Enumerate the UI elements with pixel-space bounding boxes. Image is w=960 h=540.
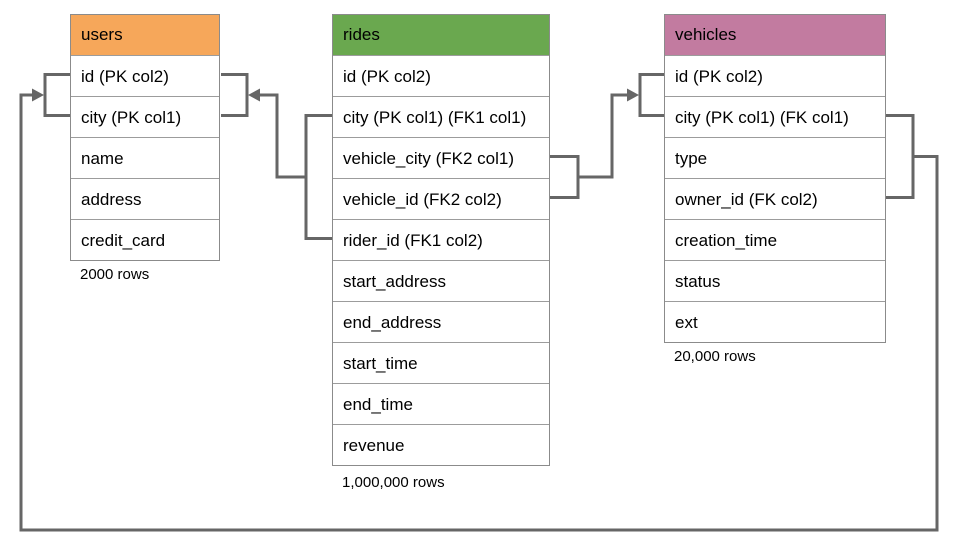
table-row: name <box>71 137 219 178</box>
table-row: id (PK col2) <box>71 55 219 96</box>
table-row: id (PK col2) <box>665 55 885 96</box>
table-row: type <box>665 137 885 178</box>
table-row: city (PK col1) (FK col1) <box>665 96 885 137</box>
table-vehicles: vehicles id (PK col2) city (PK col1) (FK… <box>664 14 886 343</box>
table-row: vehicle_city (FK2 col1) <box>333 137 549 178</box>
table-row: end_time <box>333 383 549 424</box>
table-users-header: users <box>71 15 219 55</box>
table-row: ext <box>665 301 885 342</box>
table-row: vehicle_id (FK2 col2) <box>333 178 549 219</box>
table-rides-header: rides <box>333 15 549 55</box>
table-row: start_time <box>333 342 549 383</box>
table-row: rider_id (FK1 col2) <box>333 219 549 260</box>
vehicles-left-bracket <box>638 73 664 117</box>
arrowhead-right-icon <box>627 88 639 102</box>
arrowhead-left-icon <box>248 88 260 102</box>
connector-rides-to-vehicles <box>550 73 664 199</box>
table-row: status <box>665 260 885 301</box>
rides-left-bracket <box>304 114 332 240</box>
table-row: address <box>71 178 219 219</box>
vehicles-row-count: 20,000 rows <box>674 348 756 365</box>
users-row-count: 2000 rows <box>80 266 150 283</box>
vehicles-to-users-link <box>19 93 939 532</box>
rides-row-count: 1,000,000 rows <box>342 474 445 491</box>
arrowhead-right-icon <box>32 88 44 102</box>
table-row: revenue <box>333 424 549 465</box>
table-vehicles-header: vehicles <box>665 15 885 55</box>
table-row: id (PK col2) <box>333 55 549 96</box>
rides-right-bracket <box>550 155 580 199</box>
users-left-bracket <box>43 73 70 117</box>
table-users: users id (PK col2) city (PK col1) name a… <box>70 14 220 261</box>
rides-to-users-link <box>258 93 306 179</box>
rides-to-vehicles-link <box>578 93 629 179</box>
table-row: owner_id (FK col2) <box>665 178 885 219</box>
table-row: city (PK col1) (FK1 col1) <box>333 96 549 137</box>
connector-vehicles-to-users <box>19 73 939 532</box>
connector-rides-to-users <box>221 73 332 240</box>
users-right-bracket <box>221 73 249 117</box>
table-row: city (PK col1) <box>71 96 219 137</box>
table-row: end_address <box>333 301 549 342</box>
table-row: start_address <box>333 260 549 301</box>
vehicles-right-bracket <box>886 114 915 199</box>
table-row: credit_card <box>71 219 219 260</box>
table-row: creation_time <box>665 219 885 260</box>
table-rides: rides id (PK col2) city (PK col1) (FK1 c… <box>332 14 550 466</box>
